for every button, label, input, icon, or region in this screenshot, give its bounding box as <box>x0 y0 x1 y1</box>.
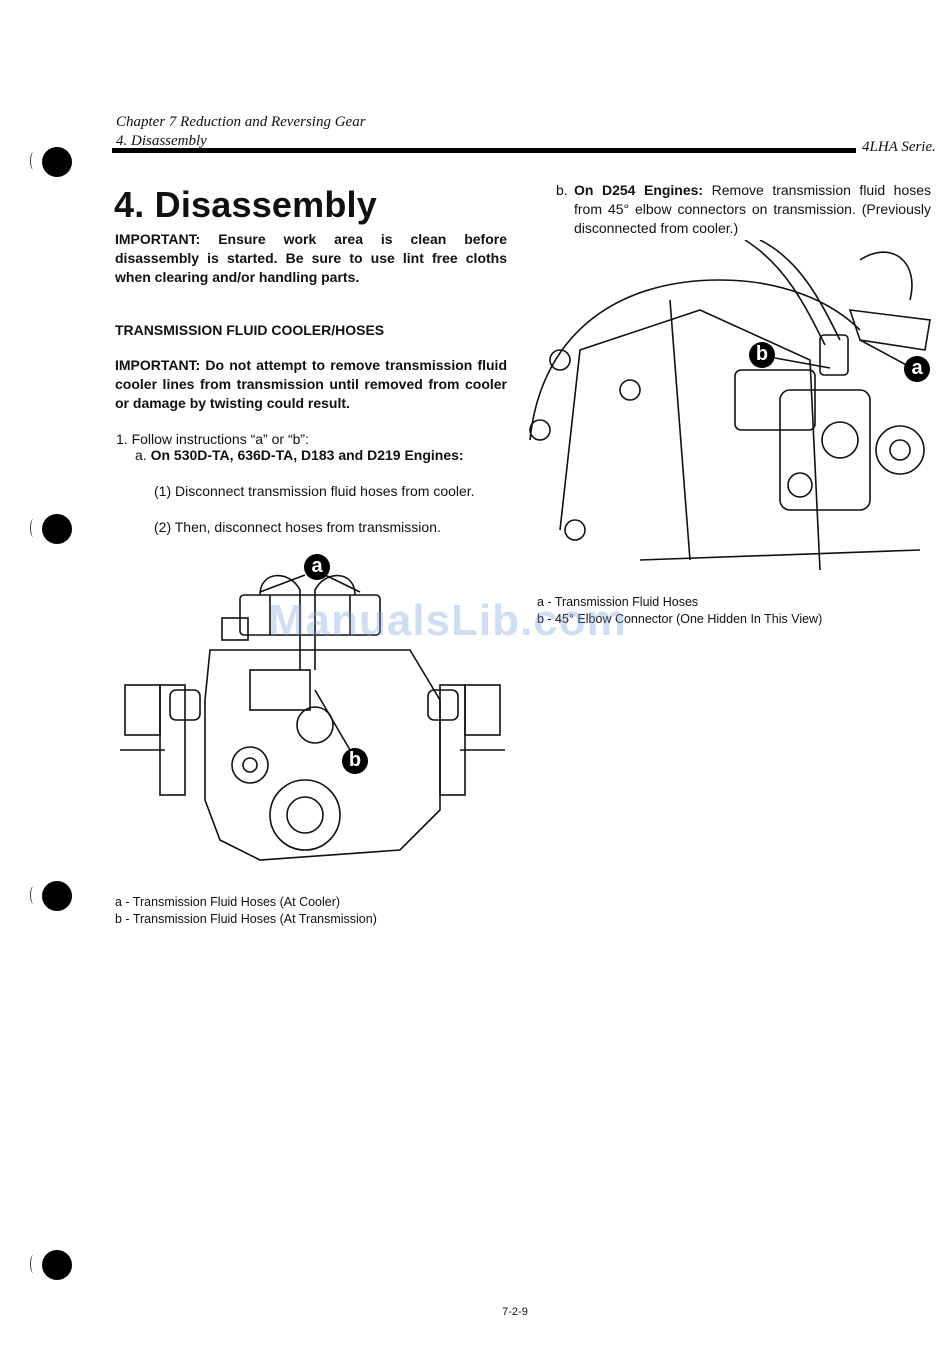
running-header: Chapter 7 Reduction and Reversing Gear 4… <box>116 113 366 151</box>
caption-right-b: b - 45° Elbow Connector (One Hidden In T… <box>537 612 823 626</box>
page-number: 7-2-9 <box>502 1306 528 1318</box>
callout-b-left: b <box>342 748 368 774</box>
step-1a-label: a. <box>135 447 147 463</box>
header-rule <box>112 148 856 153</box>
binder-hole-4 <box>42 1250 72 1280</box>
watermark: ManualsLib.com <box>268 596 627 645</box>
step-1a: a. On 530D-TA, 636D-TA, D183 and D219 En… <box>135 446 515 465</box>
step-1a-1: (1) Disconnect transmission fluid hoses … <box>154 483 475 499</box>
binder-hole-mark-4 <box>30 1255 37 1273</box>
step-1b: b. On D254 Engines: Remove transmission … <box>556 181 931 238</box>
binder-hole-mark-1 <box>30 152 37 170</box>
header-series: 4LHA Serie. <box>862 139 936 155</box>
header-section: 4. Disassembly <box>116 133 207 149</box>
binder-hole-1 <box>42 147 72 177</box>
binder-hole-mark-2 <box>30 519 37 537</box>
callout-a-right: a <box>904 356 930 382</box>
important-note-cleanliness: IMPORTANT: Ensure work area is clean bef… <box>115 231 507 285</box>
important-note-twisting: IMPORTANT: Do not attempt to remove tran… <box>115 357 507 411</box>
header-chapter: Chapter 7 Reduction and Reversing Gear <box>116 114 366 130</box>
engine-front-view-figure <box>120 574 505 861</box>
transmission-side-view-figure <box>529 240 931 571</box>
callout-b-right: b <box>749 342 775 368</box>
binder-hole-mark-3 <box>30 886 37 904</box>
figure-right-caption: a - Transmission Fluid Hoses b - 45° Elb… <box>537 594 822 628</box>
section-subheading: TRANSMISSION FLUID COOLER/HOSES <box>115 322 385 338</box>
page-title: 4. Disassembly <box>114 184 377 225</box>
callout-a-left: a <box>304 554 330 580</box>
figure-left-caption: a - Transmission Fluid Hoses (At Cooler)… <box>115 894 377 928</box>
binder-hole-3 <box>42 881 72 911</box>
caption-left-a: a - Transmission Fluid Hoses (At Cooler) <box>115 895 341 909</box>
caption-left-b: b - Transmission Fluid Hoses (At Transmi… <box>115 912 377 926</box>
caption-right-a: a - Transmission Fluid Hoses <box>537 595 699 609</box>
step-1b-text: Remove transmission fluid hoses from 45°… <box>574 182 932 236</box>
binder-hole-2 <box>42 514 72 544</box>
step-1a-heading: On 530D-TA, 636D-TA, D183 and D219 Engin… <box>150 447 464 463</box>
step-1b-label: b. <box>556 182 568 198</box>
step-1b-heading: On D254 Engines: <box>574 182 704 198</box>
step-1: 1. Follow instructions “a” or “b”: <box>116 431 309 447</box>
step-1a-2: (2) Then, disconnect hoses from transmis… <box>154 519 441 535</box>
